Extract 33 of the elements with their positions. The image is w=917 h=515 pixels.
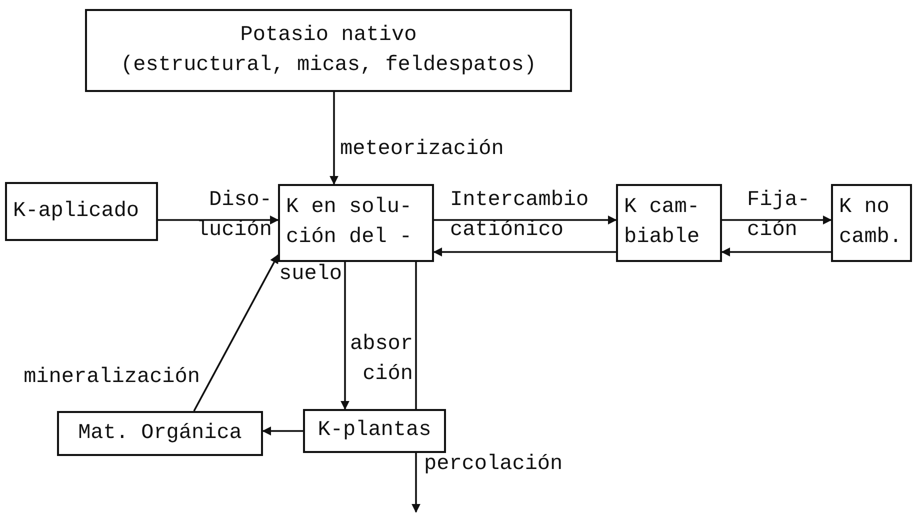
arrow (434, 216, 617, 224)
edge-label: Intercambio catiónico (450, 188, 590, 244)
process-box (85, 9, 572, 92)
node-text: (estructural, micas, feldespatos) (120, 52, 538, 78)
edge-label: Fija- ción (747, 188, 812, 244)
edge-label: meteorización (340, 137, 505, 163)
arrow (193, 254, 279, 412)
free-arrow (412, 453, 420, 513)
node-title: K-aplicado (13, 198, 140, 224)
process-box (5, 182, 158, 241)
edge-label: Diso- lución (195, 188, 272, 244)
process-box (278, 184, 434, 262)
edge-label: mineralización (22, 365, 200, 391)
process-box (303, 409, 446, 453)
node-title: K no camb. (839, 195, 904, 251)
arrow (340, 262, 350, 410)
node-caption: suelo (279, 263, 342, 287)
edge-label: percolación (424, 452, 564, 478)
arrow (433, 248, 616, 256)
arrow (330, 92, 338, 185)
node-title: K cam- biable (624, 195, 701, 251)
process-box (57, 411, 263, 456)
arrow (158, 216, 279, 224)
arrow (262, 426, 303, 436)
node-title: K-plantas (316, 418, 432, 444)
process-box (831, 184, 912, 262)
connector-line (415, 262, 417, 409)
node-title: Mat. Orgánica (77, 420, 243, 446)
process-box (616, 184, 722, 262)
edge-label: absor ción (349, 332, 413, 388)
node-title: Potasio nativo (239, 22, 418, 48)
arrow (721, 248, 831, 256)
arrow (722, 216, 832, 224)
